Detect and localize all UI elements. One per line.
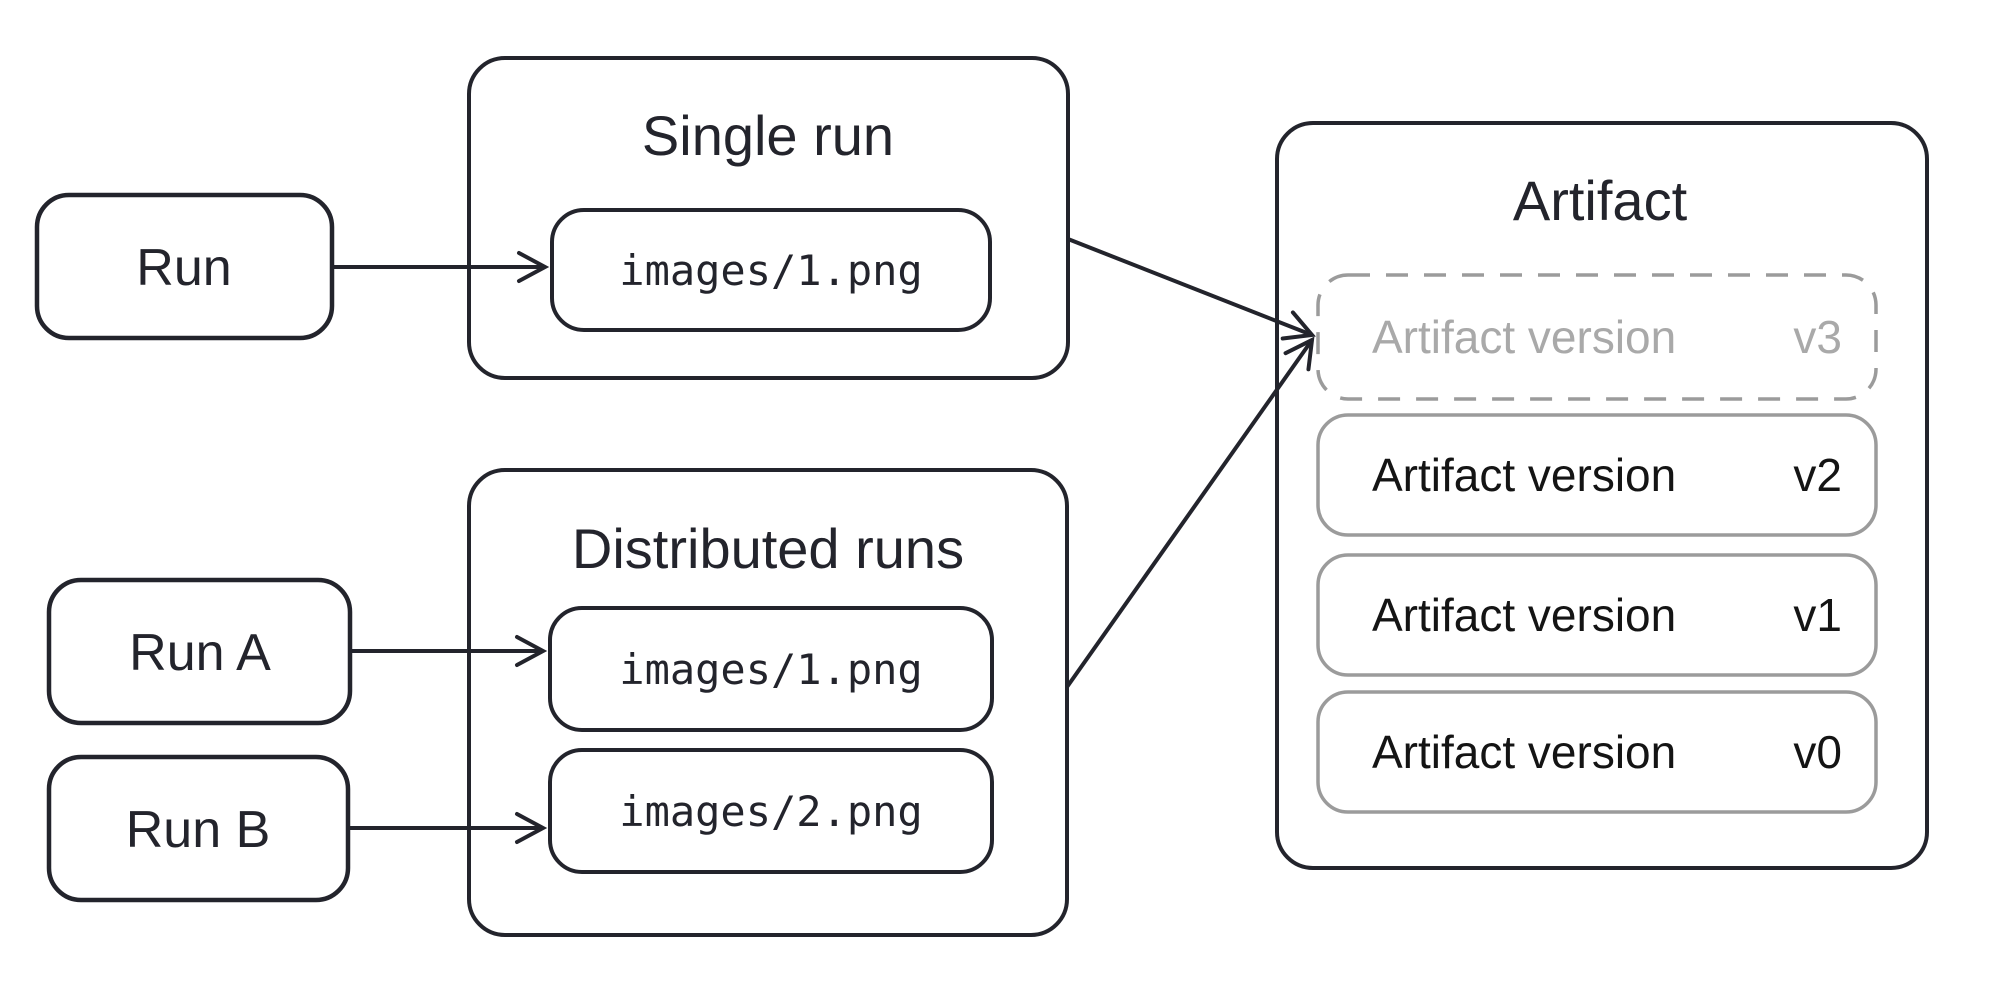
run-b-node: Run B xyxy=(46,754,351,903)
distributed-file-box-2 xyxy=(548,748,994,874)
distributed-runs-group: Distributed runs images/1.png images/2.p… xyxy=(467,468,1069,937)
distributed-file-box-1 xyxy=(548,606,994,732)
artifact-version-tag-v1: v1 xyxy=(1793,589,1842,641)
single-run-title: Single run xyxy=(642,104,894,167)
arrow-distributed-runs-to-artifact-version xyxy=(1065,336,1315,689)
artifact-version-row: Artifact version v2 xyxy=(1316,413,1878,537)
distributed-file-label-2: images/2.png xyxy=(619,787,922,836)
artifact-version-box-v0 xyxy=(1316,690,1878,814)
artifact-version-row: Artifact version v1 xyxy=(1316,553,1878,677)
single-run-file-box xyxy=(550,208,992,332)
artifact-version-box-v1 xyxy=(1316,553,1878,677)
single-run-file-node: images/1.png xyxy=(550,208,992,332)
artifact-group: Artifact Artifact version v3 Artifact ve… xyxy=(1275,121,1929,870)
run-a-label: Run A xyxy=(129,624,271,682)
artifact-version-tag-v3: v3 xyxy=(1793,311,1842,363)
single-run-group: Single run images/1.png xyxy=(467,56,1070,380)
distributed-file-node-1: images/1.png xyxy=(548,606,994,732)
artifact-version-label-v0: Artifact version xyxy=(1372,726,1676,778)
run-b-label: Run B xyxy=(126,801,271,859)
artifact-version-label-v2: Artifact version xyxy=(1372,449,1676,501)
artifact-version-label-v1: Artifact version xyxy=(1372,589,1676,641)
artifact-version-box-v2 xyxy=(1316,413,1878,537)
distributed-runs-title: Distributed runs xyxy=(572,517,964,580)
artifact-title: Artifact xyxy=(1513,169,1688,232)
artifact-version-label-v3: Artifact version xyxy=(1372,311,1676,363)
single-run-file-label: images/1.png xyxy=(619,246,922,295)
artifact-version-box-v3 xyxy=(1316,273,1878,401)
run-node: Run xyxy=(34,192,335,341)
distributed-file-node-2: images/2.png xyxy=(548,748,994,874)
artifact-version-tag-v0: v0 xyxy=(1793,726,1842,778)
artifact-version-row-pending: Artifact version v3 xyxy=(1316,273,1878,401)
arrow-single-run-to-artifact-version xyxy=(1067,237,1316,341)
artifact-version-tag-v2: v2 xyxy=(1793,449,1842,501)
distributed-file-label-1: images/1.png xyxy=(619,645,922,694)
run-a-node: Run A xyxy=(46,577,353,726)
artifact-version-row: Artifact version v0 xyxy=(1316,690,1878,814)
run-label: Run xyxy=(136,239,231,297)
